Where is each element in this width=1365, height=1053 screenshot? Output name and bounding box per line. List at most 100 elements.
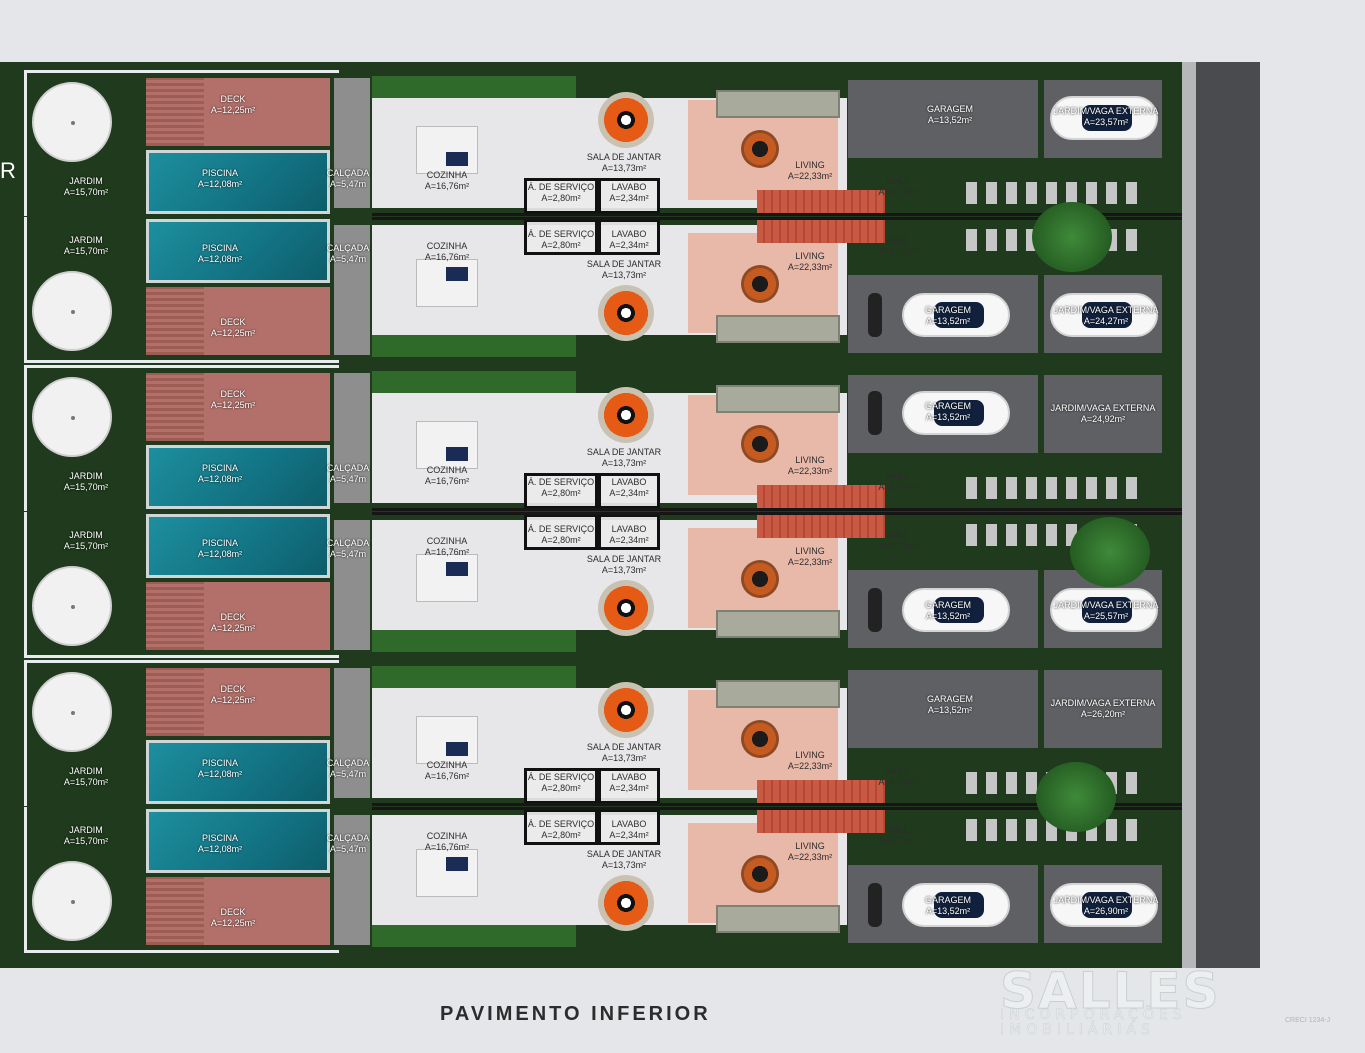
company-logo: SALLES INCORPORAÇÕES IMOBILIÁRIAS CRECI … (1000, 962, 1340, 1042)
tree-icon (1032, 202, 1112, 272)
coffee-table (741, 720, 779, 758)
deck (146, 78, 330, 146)
motorcycle-icon (868, 588, 882, 632)
hall-label-title: HALL (886, 471, 910, 481)
motorcycle-icon (868, 883, 882, 927)
tree-icon (1070, 517, 1150, 587)
garagem-label-title: GARAGEM (926, 694, 974, 704)
jardim-label-title: JARDIM (69, 766, 103, 776)
hall-label-title: HALL (886, 766, 910, 776)
paver (986, 477, 997, 499)
living-label-title: LIVING (795, 750, 825, 760)
deck-label-title: DECK (220, 94, 246, 104)
sala-label-area: A=13,73m² (601, 458, 647, 468)
paver (966, 182, 977, 204)
servico-label-area: A=2,80m² (541, 535, 581, 545)
deck-label-title: DECK (220, 389, 246, 399)
hall-label-area: A=4,77m² (878, 541, 918, 551)
dining-table (598, 580, 654, 636)
externa-label-title: JARDIM/VAGA EXTERNA (1053, 305, 1159, 315)
logo-name: SALLES (1000, 962, 1221, 1021)
wall-line (372, 217, 1182, 220)
dining-table (598, 682, 654, 738)
sala-label-title: SALA DE JANTAR (586, 849, 662, 859)
logo-sub-line2: IMOBILIÁRIAS (1000, 1022, 1155, 1038)
paver (1126, 477, 1137, 499)
lavabo-box (598, 768, 660, 804)
service-box (524, 473, 598, 509)
servico-label-title: Á. DE SERVIÇO (527, 772, 595, 782)
lavabo-label-area: A=2,34m² (609, 240, 649, 250)
garagem-label-title: GARAGEM (924, 600, 972, 610)
externa-label-area: A=26,20m² (1080, 709, 1126, 719)
sala-label-area: A=13,73m² (601, 565, 647, 575)
unit-divider (24, 655, 339, 658)
cozinha-label-title: COZINHA (426, 831, 468, 841)
servico-label-title: Á. DE SERVIÇO (527, 524, 595, 534)
lavabo-label-area: A=2,34m² (609, 783, 649, 793)
roof-tiles (757, 780, 885, 806)
cozinha-label-area: A=16,76m² (424, 476, 470, 486)
cozinha-label-title: COZINHA (426, 465, 468, 475)
jardim-label-title: JARDIM (69, 176, 103, 186)
garagem-label-title: GARAGEM (924, 305, 972, 315)
jardim-label-title: JARDIM (69, 530, 103, 540)
paver (1046, 819, 1057, 841)
lavabo-label-area: A=2,34m² (609, 535, 649, 545)
pool (146, 809, 330, 873)
paver (966, 772, 977, 794)
umbrella-icon (32, 377, 112, 457)
externa-label-area: A=25,57m² (1083, 611, 1129, 621)
hall-label-area: A=4,77m² (878, 836, 918, 846)
living-label-area: A=22,33m² (787, 171, 833, 181)
sofa (716, 315, 840, 343)
piscina-label-area: A=12,08m² (197, 179, 243, 189)
lavabo-box (598, 178, 660, 214)
living-label-title: LIVING (795, 455, 825, 465)
calcada-label-title: CALÇADA (326, 168, 370, 178)
paver (1106, 182, 1117, 204)
lavabo-label-title: LAVABO (611, 182, 647, 192)
pool (146, 219, 330, 283)
paver (1006, 772, 1017, 794)
externa-label-title: JARDIM/VAGA EXTERNA (1050, 698, 1156, 708)
lawn-strip (372, 666, 576, 688)
piscina-label-title: PISCINA (201, 758, 238, 768)
living-label-area: A=22,33m² (787, 262, 833, 272)
dining-table (598, 285, 654, 341)
calcada (334, 668, 370, 798)
paver (1006, 477, 1017, 499)
jardim-label-title: JARDIM (69, 825, 103, 835)
logo-creci: CRECI 1234-J (1285, 1017, 1331, 1024)
hall-label-area: A=4,77m² (878, 246, 918, 256)
servico-label-area: A=2,80m² (541, 240, 581, 250)
piscina-label-title: PISCINA (201, 538, 238, 548)
car-icon (902, 391, 1010, 435)
lavabo-label-title: LAVABO (611, 772, 647, 782)
wall-line (372, 213, 1182, 216)
paver (1126, 229, 1137, 251)
calcada-label-area: A=5,47m (329, 844, 367, 854)
